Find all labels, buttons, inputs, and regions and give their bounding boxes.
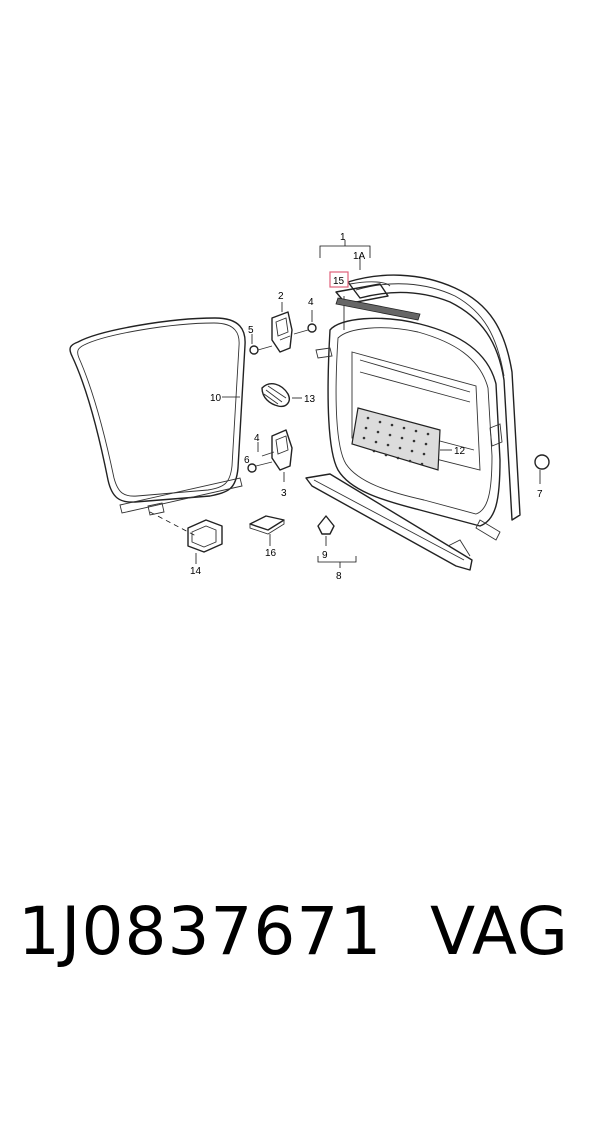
grommet [261,383,302,408]
bolt-lower [257,442,275,457]
callout-grommet: 13 [304,394,316,405]
drain-valve-leader [149,511,197,537]
door-shell [315,240,521,541]
callout-insulation-panel: 12 [454,446,466,457]
door-seal [69,317,246,503]
callout-drain-valve: 14 [190,566,202,577]
screw-lower [247,461,273,473]
insulation-panel [351,407,452,471]
hinge-upper [271,302,293,353]
callout-door-shell-variant: 1A [353,251,366,262]
callout-bolt-lower: 4 [254,433,260,444]
pad [249,515,285,546]
footer: 1J0837671 VAG [18,892,588,972]
callout-cap: 7 [537,489,543,500]
callout-bolt-upper: 4 [308,297,314,308]
brand-label: VAG [430,893,570,970]
hinge-lower [271,429,293,482]
callout-seal: 10 [210,393,222,404]
callout-sill-strip: 8 [336,571,342,582]
clip [317,515,335,546]
highlighted-part-marker [329,271,421,321]
callout-screw-upper: 5 [248,325,254,336]
drain-valve [187,519,223,564]
exploded-parts-diagram: 10 14 16 2 5 4 [69,232,550,582]
callout-pad: 16 [265,548,277,559]
cap [534,454,550,484]
sill-strip [305,473,473,571]
callout-door-shell: 1 [340,232,346,243]
callout-hinge-lower: 3 [281,488,287,499]
callout-highlighted-part: 15 [333,276,345,287]
callout-hinge-upper: 2 [278,291,284,302]
part-number: 1J0837671 [18,893,383,970]
screw-upper [249,334,273,355]
seal-strip [119,477,243,516]
callout-clip: 9 [322,550,328,561]
callout-screw-lower: 6 [244,455,250,466]
bolt-upper [293,310,317,335]
